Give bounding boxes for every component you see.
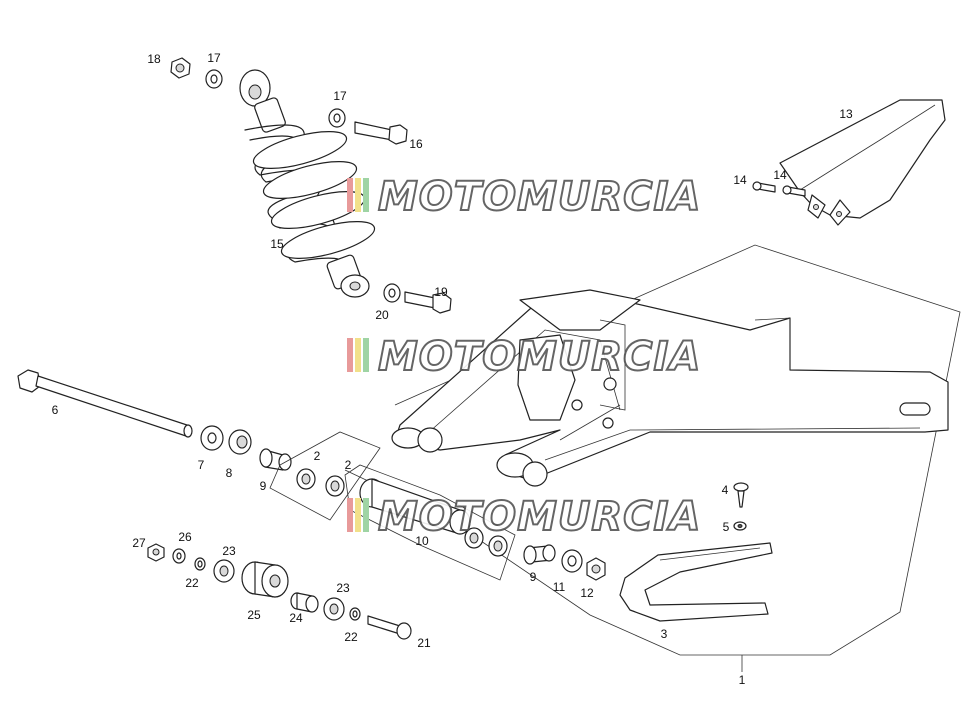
bearing-2d	[488, 535, 508, 557]
label-19: 19	[434, 285, 448, 299]
label-14b: 14	[773, 168, 787, 182]
label-13: 13	[839, 107, 853, 121]
label-20: 20	[375, 308, 389, 322]
chain-guard	[779, 99, 946, 226]
bolt-19	[404, 291, 452, 314]
bush-25	[241, 561, 289, 598]
label-27: 27	[132, 536, 146, 550]
label-9a: 9	[260, 479, 267, 493]
label-23a: 23	[222, 544, 236, 558]
washer-26	[172, 548, 186, 564]
washer-7	[200, 425, 224, 451]
nut-18	[170, 57, 191, 79]
washer-20	[383, 283, 401, 303]
spacer-24	[290, 592, 319, 613]
label-22a: 22	[185, 576, 199, 590]
label-21: 21	[417, 636, 431, 650]
label-23b: 23	[336, 581, 350, 595]
swingarm	[391, 289, 949, 487]
watermark-text-2: MOTOMURCIA	[378, 334, 701, 380]
washer-17-right	[328, 108, 346, 128]
spacer-9-left	[259, 448, 292, 471]
watermark-text-3: MOTOMURCIA	[378, 494, 701, 540]
bearing-2c	[464, 527, 484, 549]
label-18: 18	[147, 52, 161, 66]
watermark-2: MOTOMURCIA	[347, 333, 701, 381]
label-2a: 2	[314, 449, 321, 463]
screw-14b	[782, 185, 806, 197]
label-7: 7	[198, 458, 205, 472]
nut-27	[147, 543, 165, 562]
washer-17-top	[205, 69, 223, 89]
bushing-23-right	[323, 597, 345, 621]
shock-absorber	[239, 69, 376, 298]
bushing-23-left	[213, 559, 235, 583]
label-10: 10	[415, 534, 429, 548]
seal-22-right	[349, 607, 361, 621]
chain-slider	[619, 542, 773, 622]
label-2b: 2	[345, 458, 352, 472]
bolt-21	[367, 615, 412, 640]
label-22b: 22	[344, 630, 358, 644]
label-26: 26	[178, 530, 192, 544]
screw-14a	[752, 181, 776, 193]
label-3: 3	[661, 627, 668, 641]
label-8: 8	[226, 466, 233, 480]
label-25: 25	[247, 608, 261, 622]
label-14a: 14	[733, 173, 747, 187]
axle-6	[17, 369, 193, 438]
bearing-box-right	[344, 464, 516, 581]
label-17b: 17	[333, 89, 347, 103]
seal-22-left	[194, 557, 206, 571]
washer-11	[561, 549, 583, 573]
label-24: 24	[289, 611, 303, 625]
label-6: 6	[52, 403, 59, 417]
bearing-2a	[296, 468, 316, 490]
label-4: 4	[722, 483, 729, 497]
label-12: 12	[580, 586, 594, 600]
label-16: 16	[409, 137, 423, 151]
bearing-2b	[325, 475, 345, 497]
spacer-9-right	[523, 544, 556, 565]
watermark-1: MOTOMURCIA	[347, 173, 701, 221]
screw-4	[733, 482, 749, 508]
bolt-16	[354, 121, 408, 145]
nut-12	[586, 557, 606, 581]
bearing-box-left	[269, 431, 381, 521]
label-11: 11	[553, 580, 566, 594]
label-5: 5	[723, 520, 730, 534]
label-17a: 17	[207, 51, 221, 65]
label-1: 1	[739, 673, 746, 687]
washer-5	[733, 521, 747, 531]
bushing-8	[228, 429, 252, 455]
watermark-3: MOTOMURCIA	[347, 493, 701, 541]
label-9b: 9	[530, 570, 537, 584]
watermark-text-1: MOTOMURCIA	[378, 174, 701, 220]
label-15: 15	[270, 237, 284, 251]
